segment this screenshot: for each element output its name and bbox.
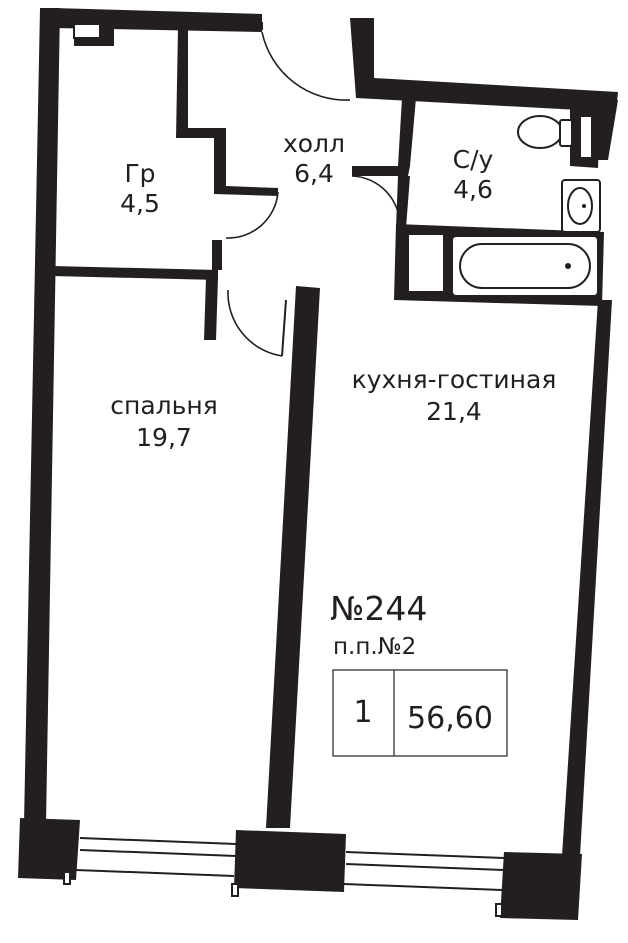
- wardrobe-name: Гр: [124, 159, 155, 188]
- bathroom-name: С/у: [453, 145, 494, 174]
- wardrobe-area: 4,5: [120, 189, 160, 218]
- wall-bathroom-left: [398, 98, 416, 166]
- wall-bottom-mid: [234, 830, 346, 892]
- sink-icon: [561, 179, 601, 233]
- bath-block-inner: [407, 233, 445, 293]
- wall-top-right: [350, 18, 618, 112]
- hall-area: 6,4: [294, 159, 334, 188]
- hall-name: холл: [283, 129, 345, 158]
- wall-right-outer: [596, 100, 618, 160]
- bedroom-area: 19,7: [136, 423, 192, 452]
- bathtub-icon: [451, 235, 599, 297]
- apartment-section: п.п.№2: [333, 634, 416, 660]
- door-swing-icon: [225, 22, 401, 357]
- wall-right-lower: [562, 300, 612, 856]
- kitchen-living-name: кухня-гостиная: [352, 365, 557, 394]
- info-box: 1 56,60: [332, 669, 508, 757]
- wall-bathroom-left3: [396, 176, 410, 228]
- apartment-number: №244: [330, 589, 427, 628]
- wall-wardrobe-bedroom: [52, 266, 218, 280]
- bathroom-area: 4,6: [453, 175, 493, 204]
- toilet-icon: [517, 115, 573, 149]
- rooms-count: 1: [353, 695, 372, 730]
- wall-bathroom-left2: [352, 166, 410, 176]
- niche-top-left: [73, 23, 101, 39]
- niche-wall: [74, 24, 114, 46]
- wall-partition: [266, 286, 320, 828]
- wall-wardrobe-inner: [176, 28, 278, 196]
- wall-left-outer: [24, 8, 60, 824]
- total-area: 56,60: [407, 701, 493, 736]
- wall-bottom-right: [500, 852, 582, 920]
- wall-bottom-left: [18, 818, 80, 880]
- toilet-niche: [579, 115, 593, 159]
- wall-bedroom-door-bottom: [204, 278, 218, 340]
- kitchen-living-area: 21,4: [426, 397, 482, 426]
- wall-bedroom-door-top: [212, 240, 222, 270]
- window-icon: [63, 837, 505, 917]
- bedroom-name: спальня: [110, 391, 218, 420]
